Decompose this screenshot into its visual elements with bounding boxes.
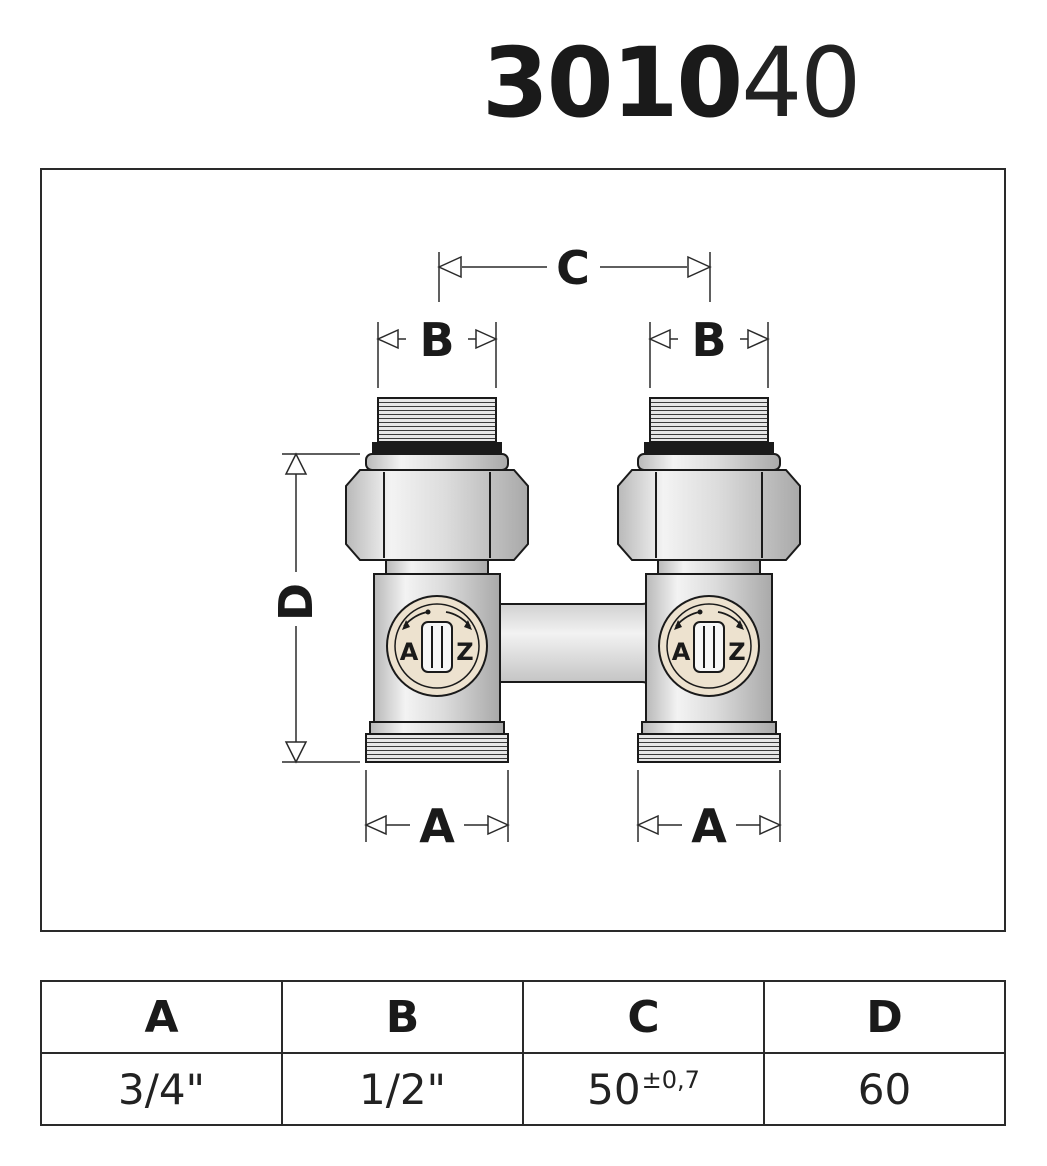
dimension-c (437, 252, 712, 302)
right-knob-letter-z: Z (728, 638, 745, 666)
right-valve: A Z (617, 397, 801, 763)
dim-label-b-right: B (691, 313, 726, 367)
dim-label-a-left: A (419, 799, 455, 853)
table-value-a: 3/4" (40, 1052, 283, 1126)
right-top-thread (649, 397, 769, 443)
left-knob-letter-z: Z (456, 638, 473, 666)
bridge-connector (491, 595, 651, 691)
technical-drawing: A Z A Z (40, 168, 1006, 932)
table-header-a: A (40, 980, 283, 1054)
dim-label-b-left: B (419, 313, 454, 367)
product-code: 301040 (482, 27, 861, 139)
right-knob-letter-a: A (672, 638, 691, 666)
dim-label-d: D (269, 583, 323, 621)
right-bottom-thread (637, 733, 781, 763)
dim-label-a-right: A (691, 799, 727, 853)
table-value-c-base: 50 (587, 1064, 641, 1114)
table-value-b: 1/2" (281, 1052, 524, 1126)
dimensions-table: A B C D 3/4" 1/2" 50±0,7 60 (40, 980, 1006, 1126)
right-collar (637, 453, 781, 471)
left-collar (365, 453, 509, 471)
left-hex-nut (345, 469, 529, 561)
valve-drawing-svg: A Z A Z (269, 241, 801, 853)
table-header-row: A B C D (40, 980, 1006, 1054)
table-value-d: 60 (763, 1052, 1006, 1126)
left-knob-letter-a: A (400, 638, 419, 666)
left-valve: A Z (345, 397, 529, 763)
table-row: 3/4" 1/2" 50±0,7 60 (40, 1052, 1006, 1126)
right-hex-nut (617, 469, 801, 561)
dimension-d (282, 452, 360, 764)
table-value-c-tolerance: ±0,7 (641, 1065, 700, 1094)
left-oring (372, 442, 502, 454)
table-header-b: B (281, 980, 524, 1054)
product-code-light: 40 (741, 27, 861, 139)
table-value-c: 50±0,7 (522, 1052, 765, 1126)
dimension-a-left (364, 770, 510, 842)
dim-label-c: C (556, 241, 590, 295)
table-header-c: C (522, 980, 765, 1054)
right-oring (644, 442, 774, 454)
product-code-bold: 3010 (482, 27, 743, 139)
table-header-d: D (763, 980, 1006, 1054)
left-top-thread (377, 397, 497, 443)
left-bottom-thread (365, 733, 509, 763)
dimension-b-left (376, 322, 498, 388)
dimension-b-right (648, 322, 770, 388)
dimension-a-right (636, 770, 782, 842)
